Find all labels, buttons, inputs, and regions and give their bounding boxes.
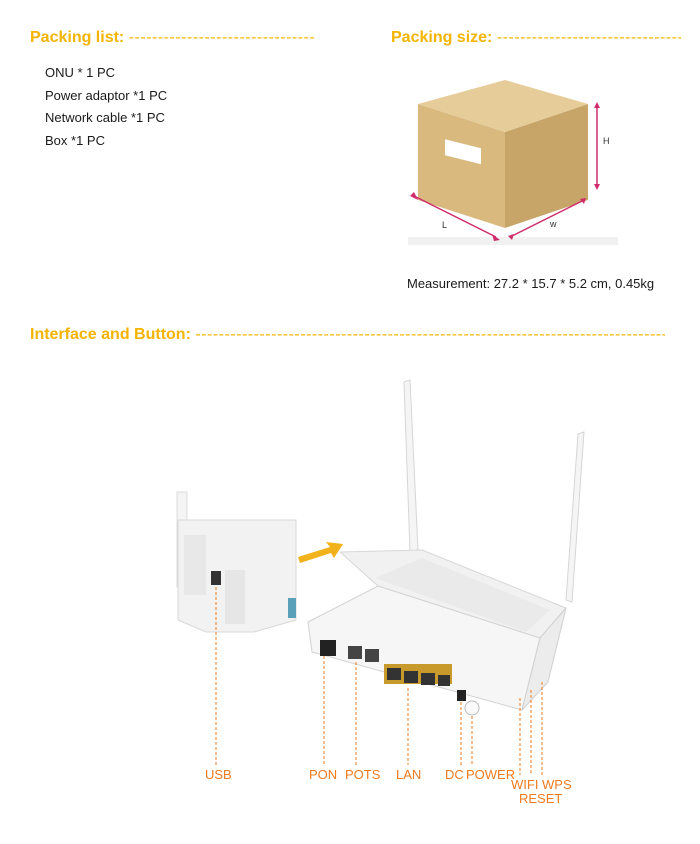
measurement-text: Measurement: 27.2 * 15.7 * 5.2 cm, 0.45k… bbox=[407, 276, 655, 291]
packing-item: Network cable *1 PC bbox=[45, 110, 165, 125]
box-width-label: w bbox=[549, 219, 557, 229]
packing-item: ONU * 1 PC bbox=[45, 65, 116, 80]
device-illustration bbox=[170, 370, 600, 820]
lan-label: LAN bbox=[396, 767, 422, 782]
packing-list-title: Packing list: bbox=[30, 29, 125, 46]
packing-list: ONU * 1 PC Power adaptor *1 PC Network c… bbox=[45, 62, 167, 152]
box-height-label: H bbox=[603, 136, 610, 146]
packing-item: Box *1 PC bbox=[45, 132, 105, 148]
power-label: POWER bbox=[466, 767, 516, 782]
pots-label: POTS bbox=[345, 767, 381, 782]
interface-title: Interface and Button: bbox=[30, 326, 191, 343]
interface-heading: Interface and Button: ------------------… bbox=[30, 326, 665, 344]
usb-label: USB bbox=[205, 767, 232, 782]
box-illustration: H L w bbox=[400, 60, 630, 255]
reset-label: RESET bbox=[519, 791, 563, 806]
usb-closeup-image bbox=[176, 491, 297, 633]
dc-label: DC bbox=[445, 767, 464, 782]
packing-list-dashes: -------------------------------- bbox=[128, 29, 316, 46]
wifi-label: WIFI bbox=[511, 777, 539, 792]
packing-list-heading: Packing list: --------------------------… bbox=[30, 29, 325, 47]
packing-item: Power adaptor *1 PC bbox=[45, 87, 168, 103]
packing-size-title: Packing size: bbox=[391, 29, 493, 46]
packing-size-dashes: -------------------------------- bbox=[496, 29, 681, 46]
wps-label: WPS bbox=[542, 777, 572, 792]
interface-dashes: ----------------------------------------… bbox=[195, 326, 665, 343]
packing-size-heading: Packing size: --------------------------… bbox=[391, 29, 681, 47]
box-length-label: L bbox=[442, 220, 447, 230]
pon-label: PON bbox=[309, 767, 338, 782]
